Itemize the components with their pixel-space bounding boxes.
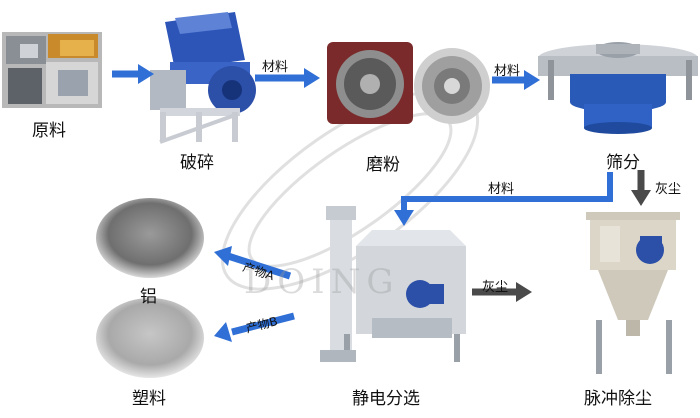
- dust-collector-image: [586, 212, 680, 374]
- arrow-screen-to-collector: [631, 170, 651, 206]
- label-screen: 筛分: [606, 153, 640, 173]
- label-collector: 脉冲除尘: [584, 389, 652, 409]
- arrow-product-b: [214, 312, 295, 342]
- crusher-image: [150, 12, 256, 144]
- arrow-mill-to-screen: [492, 70, 540, 90]
- label-crusher: 破碎: [180, 153, 214, 173]
- label-separator: 静电分选: [352, 389, 420, 409]
- arrow-crusher-to-mill: [255, 68, 320, 88]
- arrow-screen-to-separator: [394, 172, 613, 226]
- edge-label-screen-collector: 灰尘: [655, 182, 682, 197]
- aluminum-product-image: [96, 198, 204, 278]
- watermark-text: DOING: [244, 262, 400, 302]
- arrow-raw-to-crusher: [112, 64, 154, 84]
- separator-image: [320, 206, 466, 362]
- screen-image: [538, 42, 698, 134]
- mill-image: [327, 42, 490, 124]
- arrow-product-a: [214, 246, 292, 280]
- arrow-separator-to-collector: [472, 282, 532, 302]
- raw-material-image: [2, 32, 102, 108]
- label-mill: 磨粉: [366, 155, 400, 175]
- label-aluminum: 铝: [140, 287, 157, 307]
- edge-label-mill-screen: 材料: [494, 64, 521, 79]
- plastic-product-image: [96, 298, 204, 378]
- label-raw-material: 原料: [32, 121, 66, 141]
- label-plastic: 塑料: [132, 389, 166, 409]
- edge-label-screen-separator: 材料: [488, 182, 515, 197]
- edge-label-separator-collector: 灰尘: [482, 280, 509, 295]
- edge-label-crusher-mill: 材料: [262, 60, 289, 75]
